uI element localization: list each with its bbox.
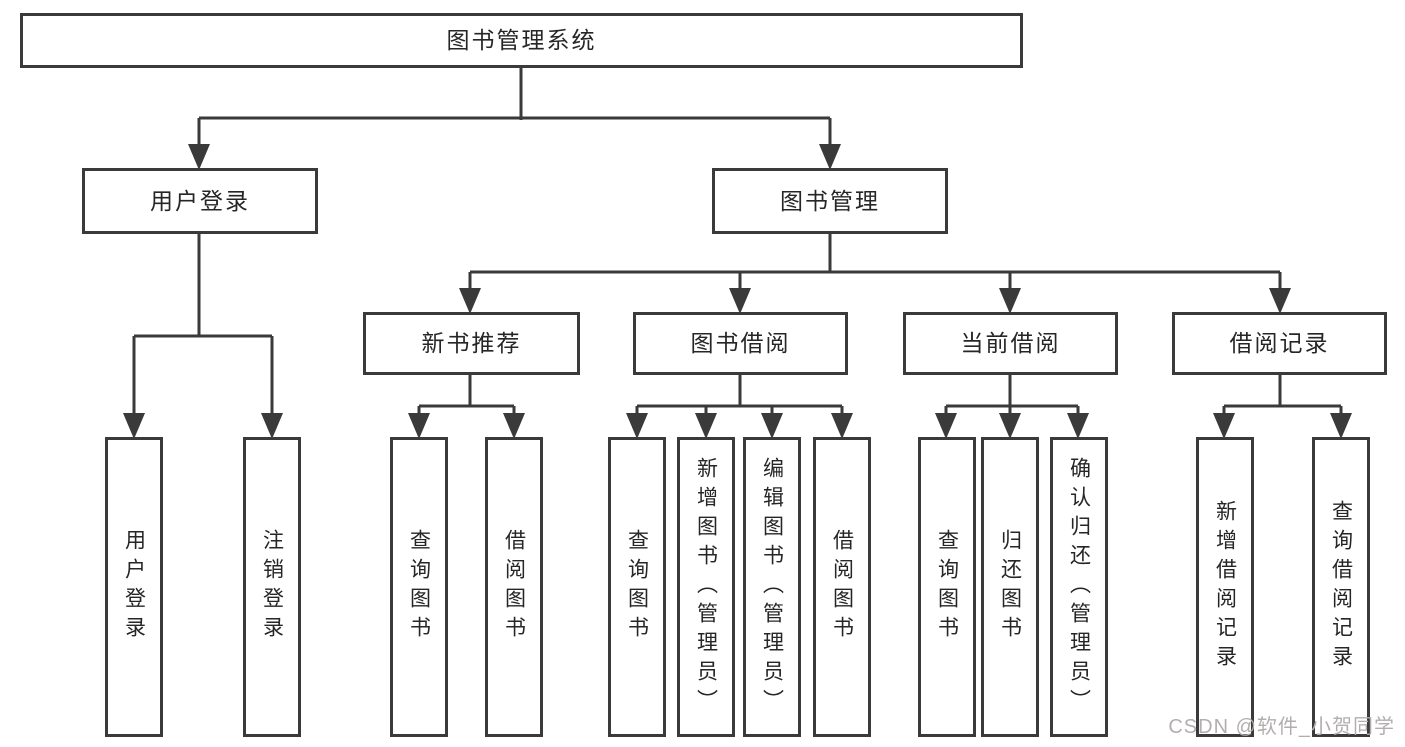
leaf-query-books-recommendation-label: 查询图书 — [407, 529, 431, 645]
leaf-logout: 注销登录 — [243, 437, 301, 737]
csdn-watermark: CSDN @软件_小贺同学 — [1168, 716, 1395, 738]
leaf-user-login: 用户登录 — [105, 437, 163, 737]
leaf-borrow-books-recommendation: 借阅图书 — [485, 437, 543, 737]
leaf-user-login-label: 用户登录 — [122, 529, 146, 645]
leaf-add-borrow-record: 新增借阅记录 — [1196, 437, 1254, 737]
leaf-query-books-recommendation: 查询图书 — [390, 437, 448, 737]
leaf-add-books-admin-label: 新增图书（管理员） — [694, 456, 718, 718]
leaf-confirm-return-admin-label: 确认归还（管理员） — [1067, 456, 1091, 718]
leaf-return-books: 归还图书 — [981, 437, 1039, 737]
arrowheads — [123, 144, 1352, 439]
leaf-query-books-borrowing-label: 查询图书 — [625, 529, 649, 645]
node-library-management-system-label: 图书管理系统 — [446, 27, 597, 53]
leaf-borrow-books-label: 借阅图书 — [830, 529, 854, 645]
leaf-query-books-current: 查询图书 — [918, 437, 976, 737]
node-borrowing-records: 借阅记录 — [1172, 312, 1387, 375]
node-book-management: 图书管理 — [712, 168, 948, 234]
leaf-add-books-admin: 新增图书（管理员） — [677, 437, 735, 737]
leaf-query-books-current-label: 查询图书 — [935, 529, 959, 645]
leaf-borrow-books: 借阅图书 — [813, 437, 871, 737]
leaf-logout-label: 注销登录 — [260, 529, 284, 645]
node-user-login: 用户登录 — [82, 168, 318, 234]
leaf-query-books-borrowing: 查询图书 — [608, 437, 666, 737]
leaf-add-borrow-record-label: 新增借阅记录 — [1213, 500, 1237, 674]
node-user-login-label: 用户登录 — [150, 187, 250, 214]
leaf-borrow-books-recommendation-label: 借阅图书 — [502, 529, 526, 645]
leaf-edit-books-admin: 编辑图书（管理员） — [743, 437, 801, 737]
leaf-query-borrow-record: 查询借阅记录 — [1312, 437, 1370, 737]
leaf-confirm-return-admin: 确认归还（管理员） — [1050, 437, 1108, 737]
node-book-borrowing: 图书借阅 — [633, 312, 848, 375]
leaf-return-books-label: 归还图书 — [998, 529, 1022, 645]
leaf-query-borrow-record-label: 查询借阅记录 — [1329, 500, 1353, 674]
node-new-book-recommendation-label: 新书推荐 — [421, 330, 522, 356]
node-book-management-label: 图书管理 — [780, 187, 880, 214]
node-new-book-recommendation: 新书推荐 — [363, 312, 580, 375]
node-book-borrowing-label: 图书借阅 — [690, 330, 791, 356]
node-current-borrowing-label: 当前借阅 — [960, 330, 1061, 356]
node-borrowing-records-label: 借阅记录 — [1229, 330, 1330, 356]
leaf-edit-books-admin-label: 编辑图书（管理员） — [760, 456, 784, 718]
node-current-borrowing: 当前借阅 — [903, 312, 1118, 375]
node-library-management-system: 图书管理系统 — [20, 13, 1023, 68]
